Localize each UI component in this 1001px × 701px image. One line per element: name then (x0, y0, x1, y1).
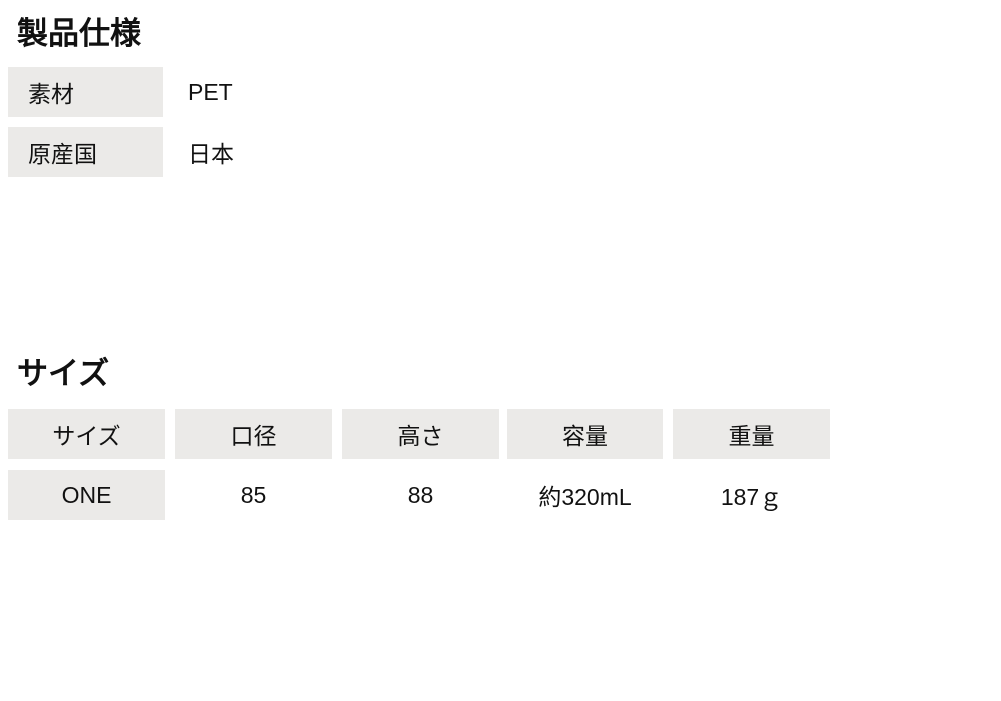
size-header-height: 高さ (342, 409, 499, 459)
size-header-size: サイズ (8, 409, 165, 459)
size-value-size: ONE (8, 470, 165, 520)
size-header-diameter: 口径 (175, 409, 332, 459)
size-value-weight: 187ｇ (720, 484, 783, 510)
size-header-capacity: 容量 (507, 409, 663, 459)
spec-title: 製品仕様 (17, 16, 141, 51)
size-header-weight: 重量 (673, 409, 830, 459)
size-value-capacity: 約320mL (538, 484, 632, 510)
size-title: サイズ (17, 356, 110, 391)
spec-value-material: PET (188, 78, 233, 105)
spec-label-material: 素材 (8, 67, 163, 117)
size-value-diameter: 85 (240, 481, 267, 508)
spec-label-origin: 原産国 (8, 127, 163, 177)
spec-value-origin: 日本 (188, 141, 234, 167)
size-value-height: 88 (407, 481, 434, 508)
